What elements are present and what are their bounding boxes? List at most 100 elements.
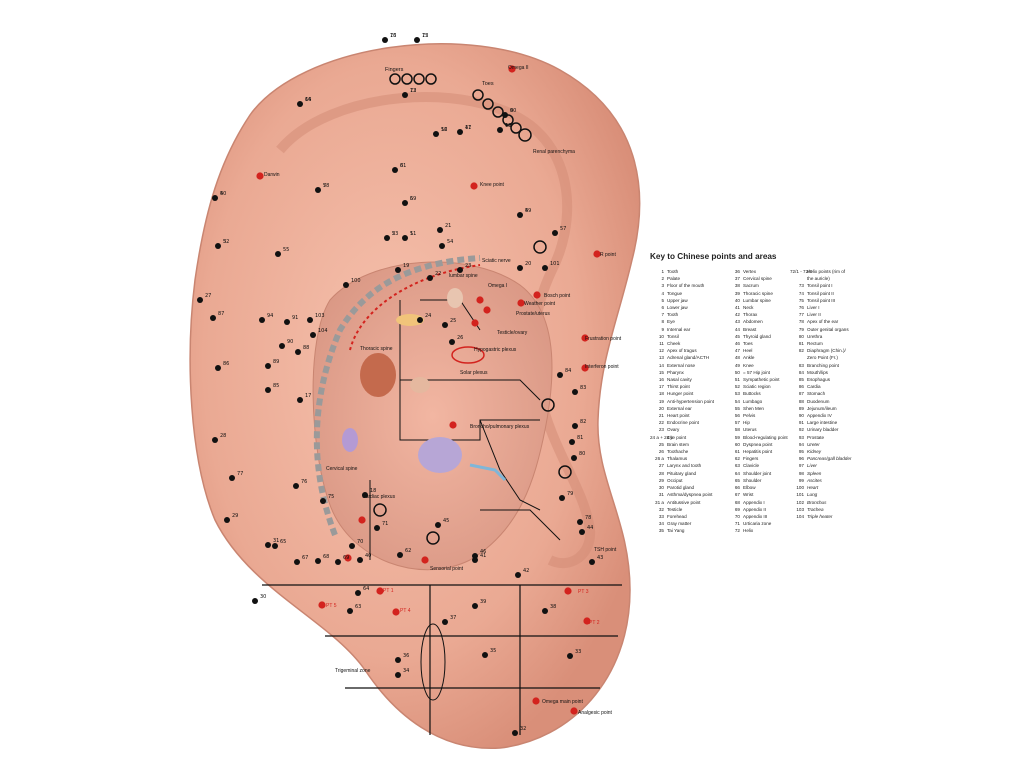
key-number: 94 [798, 441, 804, 447]
point-number: 3 [223, 239, 226, 245]
key-label: Adrenal gland/ACTH [667, 355, 710, 361]
acupoint-black [224, 517, 230, 523]
label-omega-i: Omega I [488, 283, 507, 289]
acupoint-black [284, 319, 290, 325]
acupoint-black [343, 282, 349, 288]
key-label: Kidney [807, 449, 822, 455]
key-number: 86 [798, 384, 804, 390]
key-number: 38 [734, 283, 740, 289]
key-number: 31 [658, 492, 664, 498]
key-number: 40 [734, 297, 740, 303]
point-number: 101 [550, 261, 560, 267]
key-label: Stomach [807, 391, 826, 397]
key-label: Upper jaw [667, 297, 688, 303]
label-hypogastric-plexus: Hypogastric plexus [474, 347, 517, 353]
key-number: 30 [658, 485, 664, 491]
point-number: 45 [443, 518, 449, 524]
acupoint-black [557, 372, 563, 378]
acupoint-black [517, 265, 523, 271]
acupoint-black [297, 397, 303, 403]
key-label: Shoulder joint [743, 470, 772, 476]
key-number: 23 [658, 427, 664, 433]
point-number: 68 [323, 554, 329, 560]
acupoint-black [293, 483, 299, 489]
key-number: 12 [658, 348, 664, 354]
key-label: Thirst point [667, 384, 690, 390]
key-number: 13 [658, 355, 664, 361]
label-frustration-point: Frustration point [585, 336, 622, 342]
key-number: 91 [798, 420, 804, 426]
key-number: 24 a + 24 b [650, 434, 674, 440]
lobe-grid [262, 584, 622, 735]
point-number: 38 [550, 604, 556, 610]
point-number: 37 [450, 615, 456, 621]
point-number: 55 [283, 247, 289, 253]
key-label: Appendix IV [807, 413, 832, 419]
key-number: 99 [798, 477, 804, 483]
acupoint-black [572, 389, 578, 395]
label-cervical-spine: Cervical spine [326, 466, 358, 472]
key-number: 87 [798, 391, 804, 397]
acupoint-black [265, 363, 271, 369]
key-label: Tonsil point I [807, 283, 833, 289]
key-label: Duodenum [807, 398, 830, 404]
point-number: 104 [318, 328, 328, 334]
key-number: 11 [659, 341, 664, 347]
key-number: 83 [798, 362, 804, 368]
key-label: Heart point [667, 413, 690, 419]
key-label: Sacrum [743, 283, 759, 289]
key-label: Rectum [807, 341, 823, 347]
point-number: 85 [273, 383, 279, 389]
point-number: 47 [465, 125, 471, 131]
acupoint-black [433, 131, 439, 137]
ear-text-labels: Fingers Toes Renal parenchyma Omega II D… [264, 65, 622, 716]
key-number: 17 [658, 384, 664, 390]
acupoint-red [581, 334, 589, 342]
key-label: Asthma/dyspnea point [667, 492, 713, 498]
point-number: 4 [220, 191, 223, 197]
acupoint-black [392, 167, 398, 173]
point-number: 14 [305, 97, 311, 103]
point-number: 32 [520, 726, 526, 732]
key-label: Endocrine point [667, 420, 699, 426]
point-number: 35 [490, 648, 496, 654]
point-number: 61 [400, 163, 406, 169]
key-label: Pelvis [743, 413, 756, 419]
label-testicle-ovary: Testicle/ovary [497, 330, 528, 336]
point-number: 5 [525, 208, 528, 214]
acupoint-black [310, 332, 316, 338]
key-number: 1 [661, 269, 664, 274]
acupoint-black [435, 522, 441, 528]
key-label: Helix points (rim of [807, 269, 846, 274]
key-number: 88 [798, 398, 804, 404]
point-number: 81 [577, 435, 583, 441]
label-pt4: PT 4 [400, 608, 411, 614]
key-number: 102 [796, 499, 804, 505]
point-number: 17 [305, 393, 311, 399]
liver-illustration [396, 314, 424, 326]
acupoint-black [397, 552, 403, 558]
label-pt1: PT 1 [383, 588, 394, 594]
key-number: 80 [798, 333, 804, 339]
key-number: 89 [798, 405, 804, 411]
